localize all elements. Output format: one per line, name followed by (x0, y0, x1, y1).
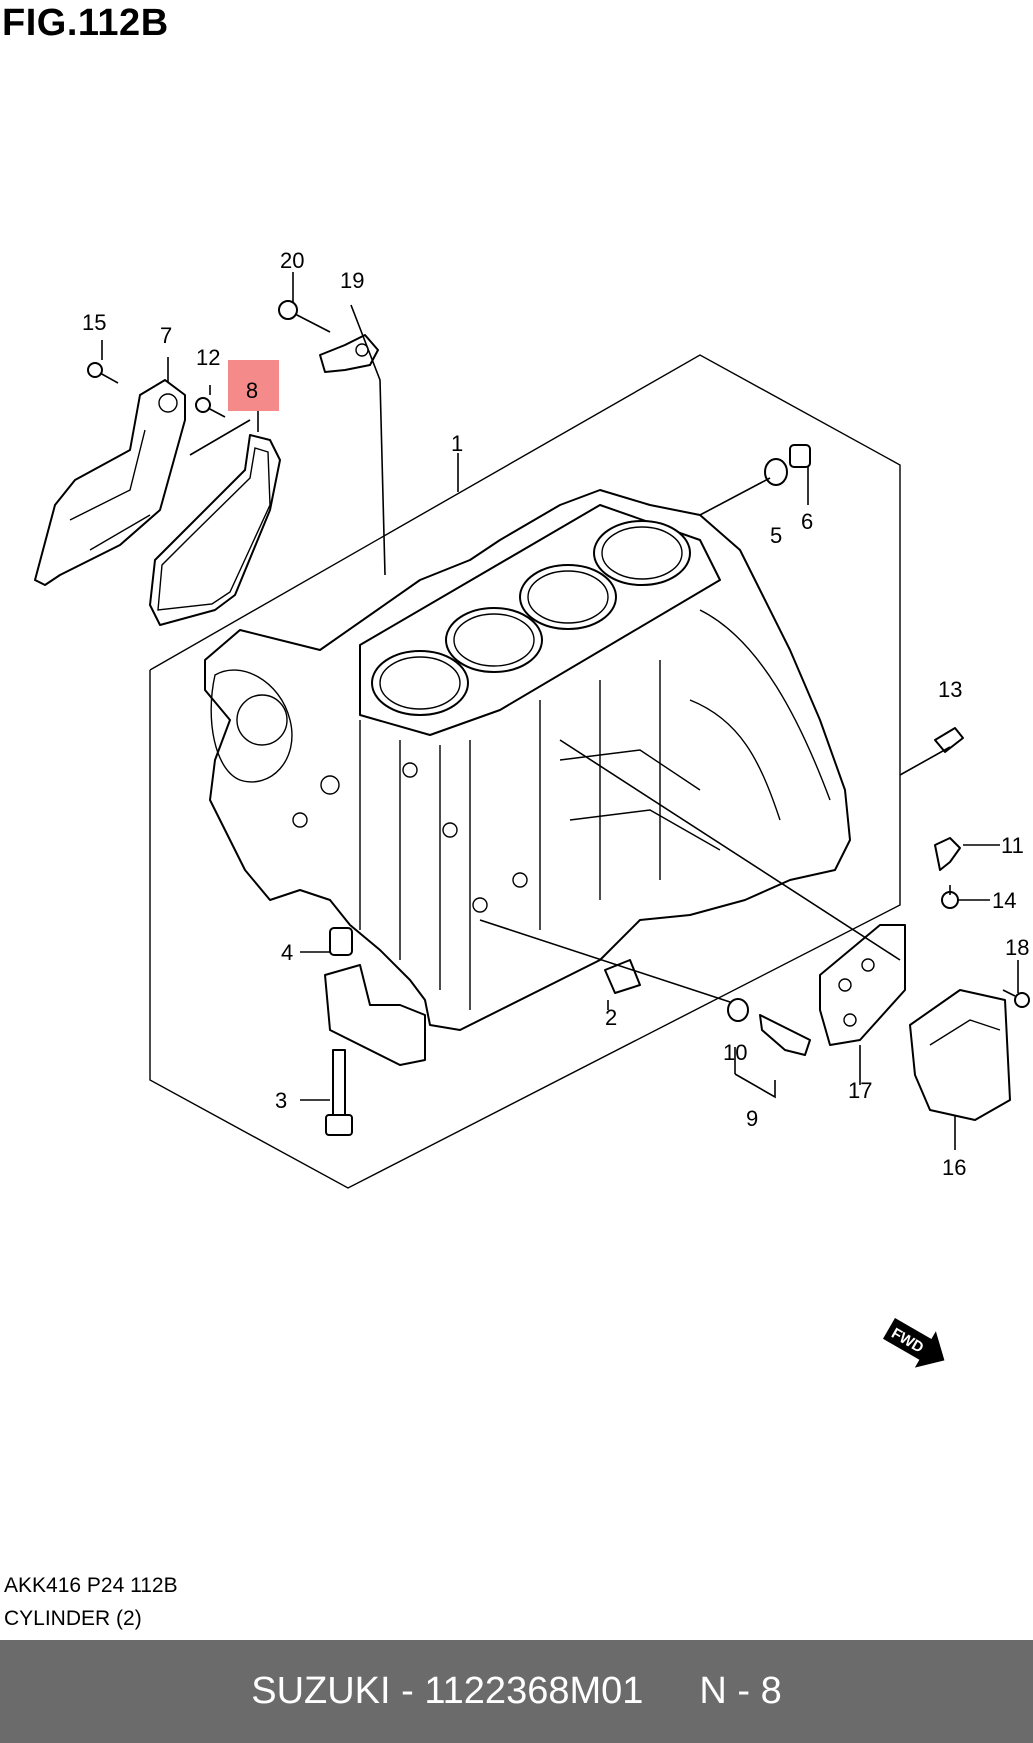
part-9-sensor (759, 1014, 811, 1056)
part-8-gasket (149, 434, 281, 626)
callout-10: 10 (723, 1040, 747, 1065)
part-2-stud (604, 959, 641, 994)
callout-7: 7 (160, 323, 172, 348)
callout-9: 9 (746, 1106, 758, 1131)
bolt-18 (1002, 989, 1030, 1008)
callout-16: 16 (942, 1155, 966, 1180)
part-7-cover (34, 379, 186, 586)
reference-number-text: N - 8 (699, 1670, 782, 1712)
callout-1: 1 (451, 431, 463, 456)
part-17-gasket (819, 924, 906, 1046)
bolt-12 (195, 397, 226, 418)
fwd-direction-icon: FWD (883, 1318, 945, 1368)
callout-15: 15 (82, 310, 106, 335)
part-6-plug (789, 444, 811, 468)
callout-3: 3 (275, 1088, 287, 1113)
callout-4: 4 (281, 940, 293, 965)
callout-18: 18 (1005, 935, 1029, 960)
part-number-text: SUZUKI - 1122368M01 (251, 1670, 644, 1712)
bolt-14 (941, 885, 959, 909)
part-13-pin (934, 727, 964, 753)
callout-5: 5 (770, 523, 782, 548)
callout-6: 6 (801, 509, 813, 534)
callout-8-highlight (228, 360, 279, 411)
bearing-cap (324, 964, 426, 1066)
callout-11: 11 (1001, 833, 1024, 858)
part-4-bush (329, 927, 353, 956)
callout-13: 13 (938, 677, 962, 702)
callout-8: 8 (246, 378, 258, 403)
figure-title: FIG.112B (2, 2, 169, 44)
callout-2: 2 (605, 1005, 617, 1030)
callout-19: 19 (340, 268, 364, 293)
leader-lines (101, 272, 1019, 1150)
callout-14: 14 (992, 888, 1016, 913)
part-5-oring (764, 458, 788, 486)
callout-12: 12 (196, 345, 220, 370)
diagram-code: AKK416 P24 112B (4, 1574, 178, 1597)
callout-17: 17 (848, 1078, 872, 1103)
block-frame (149, 354, 901, 1189)
bolt-20 (278, 300, 331, 333)
part-number-banner: SUZUKI - 1122368M01 N - 8 (0, 1640, 1033, 1743)
diagram-name: CYLINDER (2) (4, 1607, 142, 1630)
callout-20: 20 (280, 248, 304, 273)
part-11-clip (934, 837, 961, 871)
part-16-oil-cooler (909, 989, 1011, 1121)
part-19-sensor (319, 334, 379, 373)
part-10-oring (727, 998, 749, 1022)
cylinder-block (204, 489, 851, 1031)
part-3-bolt (325, 1049, 353, 1136)
bolt-15 (87, 362, 119, 384)
